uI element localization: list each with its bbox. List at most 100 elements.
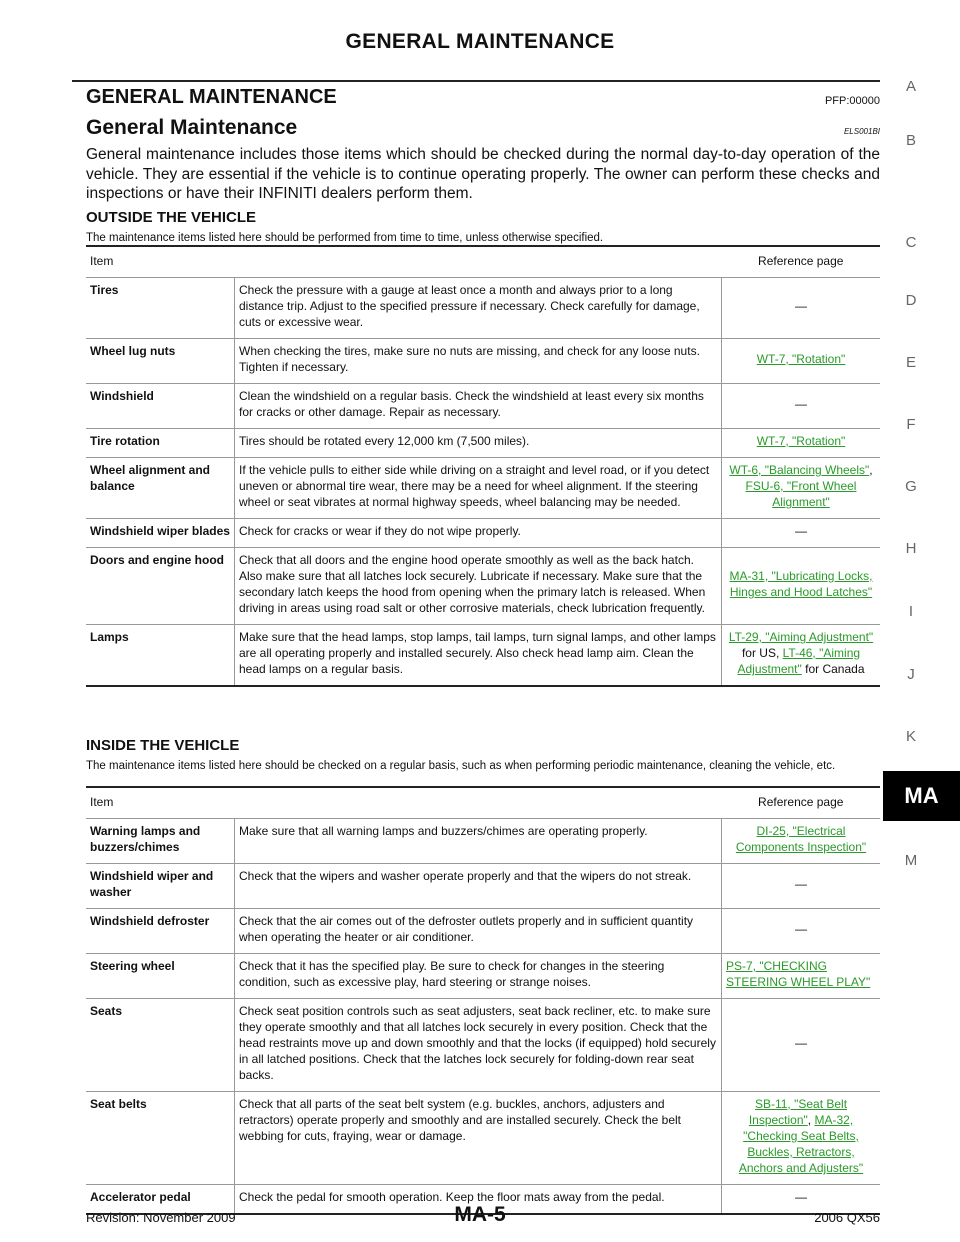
reference: — (721, 277, 880, 339)
item-name: Seat belts (86, 1091, 235, 1185)
item-description: Make sure that the head lamps, stop lamp… (234, 624, 722, 687)
reference-tail: for Canada (801, 662, 865, 676)
item-name: Tires (86, 277, 235, 339)
reference-link[interactable]: SB-11, "Seat Belt Inspection" (748, 1097, 848, 1127)
reference: WT-7, "Rotation" (721, 338, 880, 384)
subsection-title: General Maintenance (86, 116, 298, 139)
table-row: Steering wheel Check that it has the spe… (86, 953, 880, 999)
nav-letter-d[interactable]: D (905, 292, 917, 309)
reference-link[interactable]: WT-7, "Rotation" (756, 352, 846, 366)
subsection-code: ELS001BI (843, 127, 880, 136)
item-name: Accelerator pedal (86, 1184, 235, 1215)
col-item-header: Item (86, 788, 235, 819)
reference-link[interactable]: WT-6, "Balancing Wheels" (729, 463, 870, 477)
section-code: PFP:00000 (824, 95, 880, 107)
inside-maintenance-table: Item Reference page Warning lamps and bu… (86, 788, 880, 1215)
inside-note: The maintenance items listed here should… (86, 760, 836, 772)
reference: — (721, 908, 880, 954)
table-row: Windshield Clean the windshield on a reg… (86, 383, 880, 429)
table-header-row: Item Reference page (86, 247, 880, 278)
item-description: Check seat position controls such as sea… (234, 998, 722, 1092)
item-description: Check that it has the specified play. Be… (234, 953, 722, 999)
reference-link[interactable]: WT-7, "Rotation" (756, 434, 846, 448)
table-row: Windshield wiper blades Check for cracks… (86, 518, 880, 548)
item-description: When checking the tires, make sure no nu… (234, 338, 722, 384)
item-name: Windshield (86, 383, 235, 429)
item-description: Check that the air comes out of the defr… (234, 908, 722, 954)
reference-link[interactable]: PS-7, "CHECKING STEERING WHEEL PLAY" (726, 959, 871, 989)
outside-table-top-rule (86, 245, 880, 247)
reference: — (721, 863, 880, 909)
nav-letter-b[interactable]: B (905, 132, 916, 149)
table-row: Tire rotation Tires should be rotated ev… (86, 428, 880, 458)
item-name: Seats (86, 998, 235, 1092)
footer-model: 2006 QX56 (814, 1210, 880, 1225)
item-name: Windshield defroster (86, 908, 235, 954)
item-description: Check that all parts of the seat belt sy… (234, 1091, 722, 1185)
reference-link[interactable]: FSU-6, "Front Wheel Alignment" (745, 479, 857, 509)
reference-link[interactable]: LT-29, "Aiming Adjustment" (728, 630, 874, 644)
item-name: Steering wheel (86, 953, 235, 999)
reference-link[interactable]: MA-32, "Checking Seat Belts, Buckles, Re… (738, 1113, 864, 1175)
table-row: Seats Check seat position controls such … (86, 998, 880, 1092)
item-description: Check that all doors and the engine hood… (234, 547, 722, 625)
reference: — (721, 998, 880, 1092)
item-description: If the vehicle pulls to either side whil… (234, 457, 722, 519)
section-title: GENERAL MAINTENANCE (86, 86, 337, 108)
running-header-title: GENERAL MAINTENANCE (345, 30, 615, 53)
nav-letter-h[interactable]: H (905, 540, 917, 557)
col-ref-header: Reference page (721, 247, 880, 278)
nav-letter-a[interactable]: A (905, 78, 916, 95)
nav-letter-c[interactable]: C (905, 234, 917, 251)
reference: — (721, 1184, 880, 1215)
item-description: Tires should be rotated every 12,000 km … (234, 428, 722, 458)
footer-revision: Revision: November 2009 (86, 1210, 236, 1225)
reference: LT-29, "Aiming Adjustment" for US, LT-46… (721, 624, 880, 687)
footer-page-number: MA-5 (454, 1203, 506, 1226)
reference-separator: , (869, 463, 873, 477)
table-row: Seat belts Check that all parts of the s… (86, 1091, 880, 1185)
item-name: Windshield wiper and washer (86, 863, 235, 909)
table-row: Windshield defroster Check that the air … (86, 908, 880, 954)
reference: PS-7, "CHECKING STEERING WHEEL PLAY" (721, 953, 880, 999)
nav-letter-i[interactable]: I (908, 603, 914, 620)
item-description: Check the pedal for smooth operation. Ke… (234, 1184, 722, 1215)
nav-letter-m[interactable]: M (904, 852, 918, 869)
col-item-header: Item (86, 247, 235, 278)
reference-link[interactable]: MA-31, "Lubricating Locks, Hinges and Ho… (729, 569, 873, 599)
nav-letter-g[interactable]: G (905, 478, 917, 495)
table-header-row: Item Reference page (86, 788, 880, 819)
reference: MA-31, "Lubricating Locks, Hinges and Ho… (721, 547, 880, 625)
nav-letter-e[interactable]: E (905, 354, 916, 371)
reference-link[interactable]: LT-46, "Aiming Adjustment" (737, 646, 861, 676)
nav-letter-j[interactable]: J (907, 666, 915, 683)
reference: WT-7, "Rotation" (721, 428, 880, 458)
reference-separator: for US, (741, 646, 783, 660)
item-name: Doors and engine hood (86, 547, 235, 625)
table-row: Wheel lug nuts When checking the tires, … (86, 338, 880, 384)
item-name: Tire rotation (86, 428, 235, 458)
reference: — (721, 518, 880, 548)
item-name: Windshield wiper blades (86, 518, 235, 548)
reference-separator: , (807, 1113, 815, 1127)
intro-paragraph: General maintenance includes those items… (86, 146, 880, 202)
reference-link[interactable]: DI-25, "Electrical Components Inspection… (735, 824, 867, 854)
item-name: Wheel alignment and balance (86, 457, 235, 519)
nav-letter-k[interactable]: K (905, 728, 916, 745)
item-description: Clean the windshield on a regular basis.… (234, 383, 722, 429)
item-description: Check for cracks or wear if they do not … (234, 518, 722, 548)
table-row: Warning lamps and buzzers/chimes Make su… (86, 818, 880, 864)
item-name: Wheel lug nuts (86, 338, 235, 384)
table-row: Doors and engine hood Check that all doo… (86, 547, 880, 625)
item-name: Warning lamps and buzzers/chimes (86, 818, 235, 864)
reference: DI-25, "Electrical Components Inspection… (721, 818, 880, 864)
outside-heading: OUTSIDE THE VEHICLE (86, 209, 257, 226)
inside-heading: INSIDE THE VEHICLE (86, 737, 240, 754)
outside-note: The maintenance items listed here should… (86, 232, 604, 244)
outside-maintenance-table: Item Reference page Tires Check the pres… (86, 247, 880, 687)
table-row: Accelerator pedal Check the pedal for sm… (86, 1184, 880, 1215)
reference: — (721, 383, 880, 429)
nav-letter-f[interactable]: F (906, 416, 916, 433)
item-description: Check the pressure with a gauge at least… (234, 277, 722, 339)
nav-tab-ma-active[interactable]: MA (883, 771, 960, 821)
